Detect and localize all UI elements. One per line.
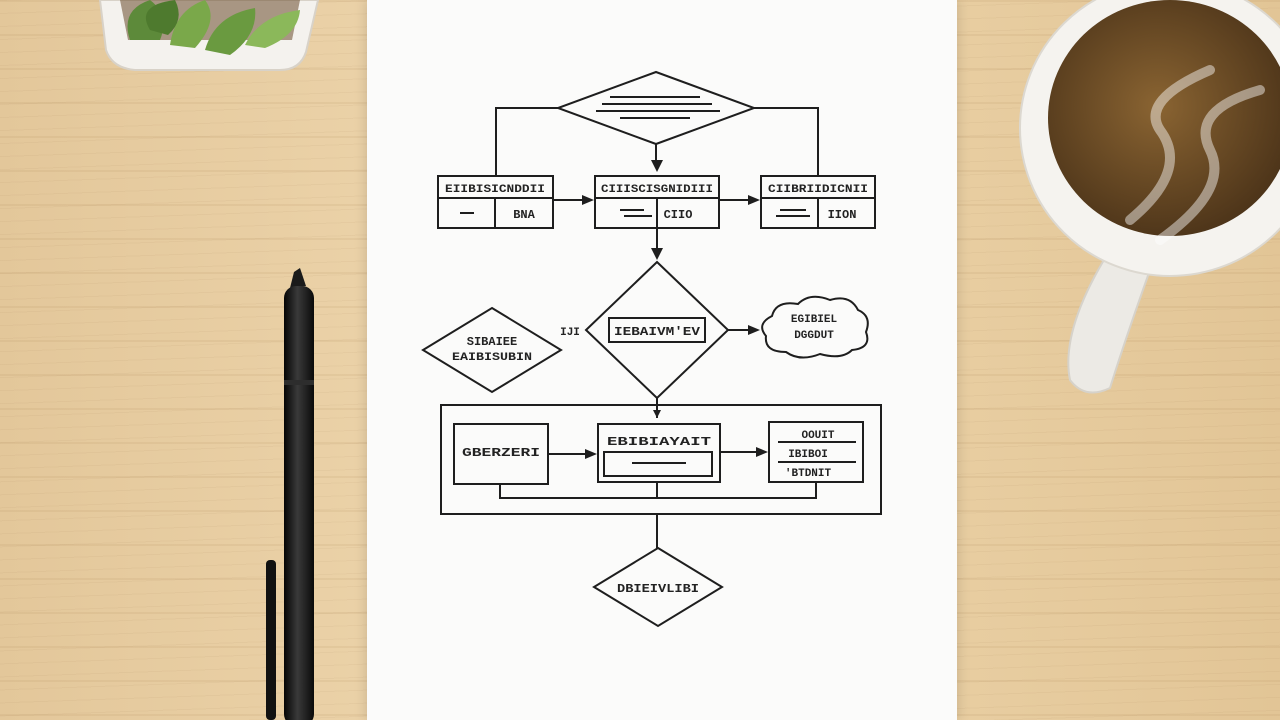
cloud-line1: EGIBIEL <box>791 314 838 326</box>
group-right-line2: IBIBOI <box>788 449 828 461</box>
connector-top-right <box>754 107 819 176</box>
cloud-shape <box>761 295 869 359</box>
bottom-decision-label: DBIEIVLIBI <box>617 582 699 596</box>
side-decision-diamond <box>421 306 563 394</box>
process-center-value: CIIO <box>664 208 693 222</box>
side-decision-line2: EAIBISUBIN <box>452 352 532 364</box>
bottom-decision-diamond <box>592 546 724 628</box>
mug-handle <box>1067 248 1152 394</box>
connector-top-left <box>495 107 558 176</box>
paper-sheet <box>367 0 957 720</box>
process-left-value: BNA <box>513 208 535 222</box>
process-right-value: IION <box>828 208 857 222</box>
cloud-line2: DGGDUT <box>794 330 834 342</box>
group-right-line1: OOUIT <box>801 430 834 442</box>
plant-leaves <box>127 0 300 55</box>
arrowheads <box>582 160 768 459</box>
main-decision-label: IEBAIVM'EV <box>614 325 701 339</box>
group-right-line3: 'BTDNIT <box>785 468 832 480</box>
side-connector-label: IJI <box>560 327 580 339</box>
group-container <box>440 404 882 515</box>
process-center-header: CIIISCISGNIDIII <box>601 184 713 196</box>
top-decision-diamond <box>555 70 757 146</box>
pen-clip <box>266 560 276 720</box>
pen-body <box>284 286 314 720</box>
coffee-surface <box>1048 0 1280 236</box>
pen-tip <box>290 268 306 288</box>
side-decision-line1: SIBAIEE <box>467 335 517 349</box>
group-left-label: GBERZERI <box>462 446 540 460</box>
process-right-header: CIIBRIIDICNII <box>768 184 868 196</box>
process-left-header: EIIBISICNDDII <box>445 184 545 196</box>
group-center-label: EBIBIAYAIT <box>607 435 711 449</box>
steam <box>1125 65 1265 245</box>
